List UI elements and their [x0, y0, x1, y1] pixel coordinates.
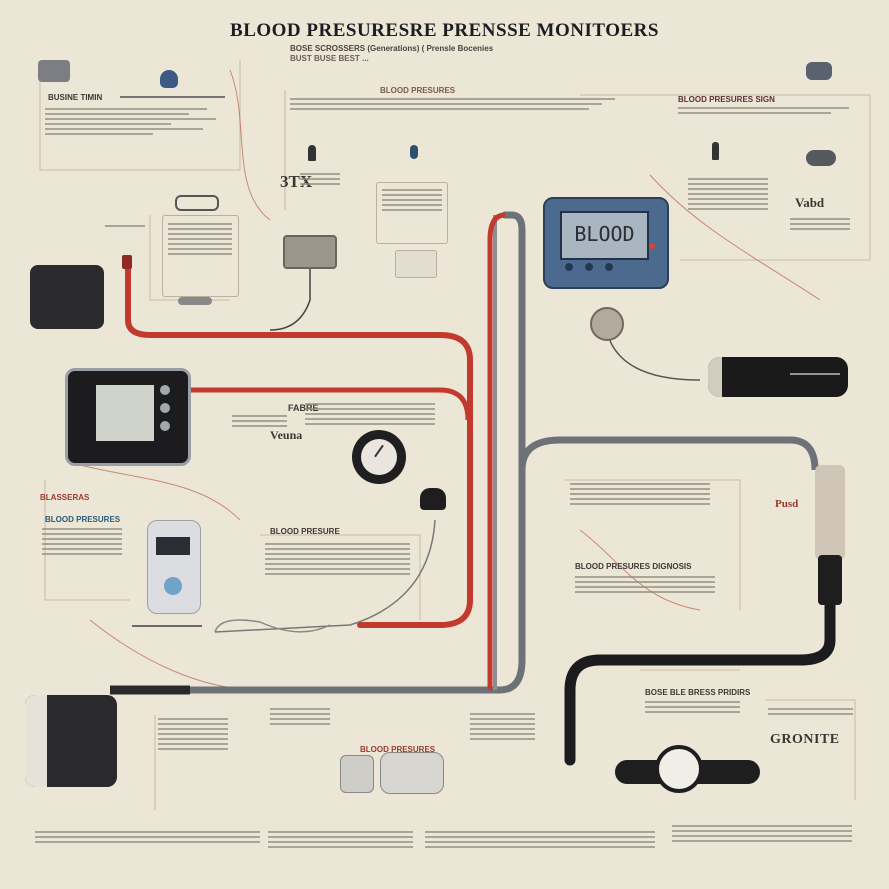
- center-mid-text: [265, 540, 410, 578]
- page-title: BLOOD PRESURESRE PRENSSE MONITOERS: [230, 20, 659, 41]
- small-device-2: [380, 752, 444, 794]
- handheld-monitor: [65, 368, 191, 466]
- monitor-screen: BLOOD: [560, 211, 649, 260]
- device-label-1: 3TX: [280, 172, 313, 191]
- sensor-icon: [308, 145, 316, 161]
- handheld-button-3[interactable]: [160, 421, 170, 431]
- left-mid-heading: BLASSERAS: [40, 493, 90, 502]
- subtitle-line-2: BUST BUSE BEST ...: [290, 54, 369, 63]
- analog-gauge: [352, 430, 406, 484]
- top-left-heading: BUSINE TIMIN: [48, 93, 103, 102]
- probe-handle: [815, 465, 845, 560]
- right-bottom-text: [645, 698, 740, 716]
- right-bottom-heading: BOSE BLE BRESS PRIDIRS: [645, 688, 751, 697]
- left-info-card: [162, 215, 239, 297]
- left-info-text: [168, 220, 232, 258]
- portable-monitor: [147, 520, 201, 614]
- divider: [120, 96, 225, 98]
- small-card: [395, 250, 437, 278]
- right-lower-heading: BLOOD PRESURES DIGNOSIS: [575, 562, 692, 571]
- cuff-device: [30, 265, 104, 329]
- tube-end: [122, 255, 132, 269]
- probe-icon: [420, 488, 446, 510]
- cuff-icon-right: [806, 62, 832, 80]
- center-top-text: [290, 95, 615, 113]
- monitor-button-1[interactable]: [565, 263, 573, 271]
- handheld-button-2[interactable]: [160, 403, 170, 413]
- bottom-center-right-text: [470, 710, 535, 743]
- big-word-text: [768, 705, 853, 718]
- gauge-text: [305, 400, 435, 428]
- black-tube: [564, 594, 836, 766]
- handheld-button-1[interactable]: [160, 385, 170, 395]
- info-card-text: [382, 186, 442, 214]
- gauge-bulb: [590, 307, 624, 341]
- connector-icon: [178, 297, 212, 305]
- top-right-text: [678, 104, 858, 117]
- footer-text-4: [672, 822, 852, 845]
- small-right-tag: Vabd: [795, 195, 825, 210]
- big-word: GRONITE: [770, 732, 840, 747]
- right-tag-text: [790, 215, 850, 233]
- cuff-roll: [25, 695, 117, 787]
- center-top-heading: BLOOD PRESURES: [380, 86, 456, 95]
- top-right-heading: BLOOD PRESURES SIGN: [678, 95, 775, 104]
- device-label-3: Veuna: [270, 428, 303, 442]
- top-left-text: [45, 105, 225, 138]
- footer-text-3: [425, 828, 655, 851]
- bottom-left-text: [158, 715, 228, 753]
- left-mid-sub: BLOOD PRESURES: [45, 515, 121, 524]
- cuff-icon: [38, 60, 70, 82]
- device-label-2: FABRE: [288, 403, 319, 413]
- monitor-button-2[interactable]: [585, 263, 593, 271]
- stethoscope-icon: [160, 70, 178, 88]
- wrist-cuff: [708, 357, 848, 397]
- center-mid-heading: BLOOD PRESURE: [270, 527, 340, 536]
- left-mini-text: [105, 222, 145, 230]
- clip-icon: [175, 195, 219, 211]
- pump-bulb: [283, 235, 337, 269]
- probe-grip: [818, 555, 842, 605]
- sensor-icon-3: [712, 142, 719, 160]
- footer-text-1: [35, 828, 260, 846]
- red-tube: [125, 257, 473, 628]
- left-mid-text: [42, 525, 122, 558]
- digital-monitor: BLOOD: [543, 197, 669, 289]
- monitor-button-3[interactable]: [605, 263, 613, 271]
- handheld-screen: [96, 385, 154, 441]
- right-mid-text: [570, 480, 710, 508]
- bottom-center-left-text: [270, 705, 330, 728]
- power-led: [649, 243, 655, 249]
- right-mid-heading: Pusd: [775, 498, 799, 510]
- device-text-1: [300, 170, 340, 188]
- subtitle-line-1: BOSE SCROSSERS (Generations) ( Prensle B…: [290, 44, 494, 53]
- bottom-center-heading: BLOOD PRESURES: [360, 745, 436, 754]
- bottom-gauge: [655, 745, 703, 793]
- probe-line: [132, 625, 202, 627]
- start-button[interactable]: [164, 577, 182, 595]
- footer-text-2: [268, 828, 413, 851]
- right-lower-text: [575, 573, 715, 596]
- info-card-center: [376, 182, 448, 244]
- grey-tube: [186, 211, 526, 694]
- gauge-side-text: [232, 412, 287, 430]
- cuff-tube-icon: [806, 150, 836, 166]
- wrist-cuff-label: [790, 370, 840, 378]
- sensor-icon-2: [410, 145, 418, 159]
- right-info-text: [688, 175, 768, 213]
- small-device-1: [340, 755, 374, 793]
